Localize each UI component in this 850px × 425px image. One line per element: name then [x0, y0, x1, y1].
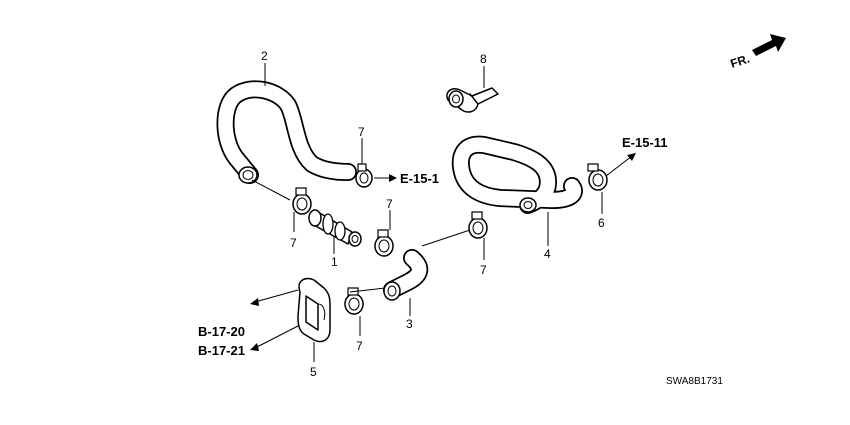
- part-number-4: 4: [544, 247, 551, 261]
- clamp-7-left[interactable]: [292, 187, 312, 215]
- part-number-5: 5: [310, 365, 317, 379]
- part-number-2: 2: [261, 49, 268, 63]
- reference-b-17-20[interactable]: B-17-20: [198, 324, 245, 339]
- bracket-5[interactable]: [297, 277, 331, 343]
- part-number-7: 7: [358, 125, 365, 139]
- part-number-1: 1: [331, 255, 338, 269]
- reference-e-15-1[interactable]: E-15-1: [400, 171, 439, 186]
- hose-4[interactable]: [451, 135, 583, 214]
- clip-8[interactable]: [446, 87, 499, 113]
- reference-arrows: [250, 153, 636, 351]
- clamp-7-e15[interactable]: [355, 163, 373, 188]
- hose-3[interactable]: [383, 249, 429, 301]
- part-number-6: 6: [598, 216, 605, 230]
- part-number-3: 3: [406, 317, 413, 331]
- part-number-7: 7: [356, 339, 363, 353]
- part-number-7: 7: [290, 236, 297, 250]
- reference-e-15-11[interactable]: E-15-11: [622, 135, 668, 150]
- part-number-7: 7: [480, 263, 487, 277]
- hose-2[interactable]: [216, 80, 357, 184]
- part-number-7: 7: [386, 197, 393, 211]
- front-arrow-icon: [752, 34, 786, 56]
- connector-1[interactable]: [308, 209, 362, 247]
- diagram-code: SWA8B1731: [666, 376, 723, 387]
- leader-lines: [264, 63, 603, 362]
- reference-b-17-21[interactable]: B-17-21: [198, 343, 245, 358]
- part-number-8: 8: [480, 52, 487, 66]
- clamp-7-right[interactable]: [468, 211, 488, 239]
- clamp-6[interactable]: [587, 163, 608, 191]
- clamp-7-mid[interactable]: [374, 229, 394, 257]
- front-direction-indicator: FR.: [729, 34, 786, 71]
- front-label: FR.: [729, 52, 752, 71]
